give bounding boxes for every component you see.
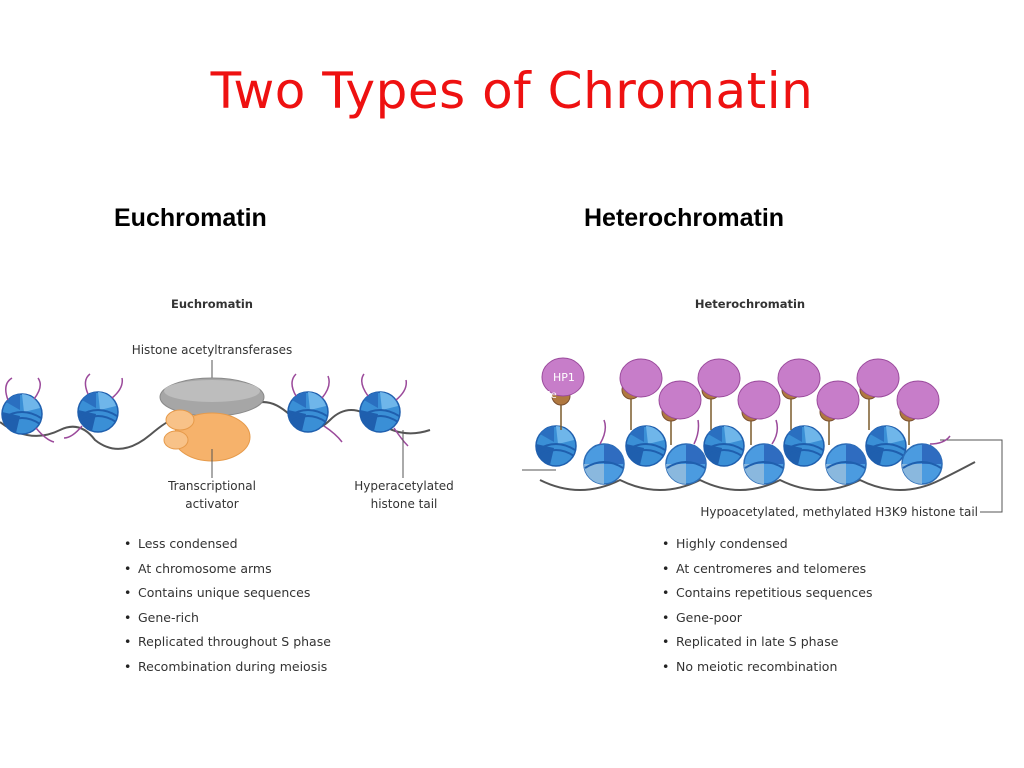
nucleosome xyxy=(286,373,343,443)
hp1-methyl-group xyxy=(896,380,940,445)
list-item: Contains repetitious sequences xyxy=(662,581,872,606)
hypoacetylated-tail-label: Hypoacetylated, methylated H3K9 histone … xyxy=(700,505,978,519)
hp1-methyl-group xyxy=(697,358,741,430)
heterochromatin-heading: Heterochromatin xyxy=(584,204,785,232)
euchromatin-figure-title: Euchromatin xyxy=(171,297,253,311)
tail-label-line2: histone tail xyxy=(371,497,438,511)
euchromatin-bullet-list: Less condensed At chromosome arms Contai… xyxy=(124,532,331,679)
hp1-methyl-group xyxy=(619,358,663,430)
histone-acetyltransferase-complex xyxy=(159,377,265,417)
activator-label-line2: activator xyxy=(185,497,238,511)
chromatin-figure: Euchromatin Histone acetyltransferases xyxy=(0,297,1003,519)
hp1-methyl-group xyxy=(816,380,860,445)
hp1-label: HP1 xyxy=(553,371,575,384)
nucleosome xyxy=(583,443,625,485)
nucleosome xyxy=(901,443,943,485)
nucleosome xyxy=(0,377,55,443)
list-item: Gene-rich xyxy=(124,606,331,631)
nucleosome xyxy=(358,373,409,447)
hp1-methyl-group xyxy=(777,358,821,430)
list-item: At centromeres and telomeres xyxy=(662,557,872,582)
nucleosome xyxy=(864,425,907,467)
transcriptional-activator xyxy=(163,409,251,462)
tail-label-line1: Hyperacetylated xyxy=(354,479,454,493)
heterochromatin-dna-strand xyxy=(539,461,976,491)
hp1-methyl-group xyxy=(856,358,900,430)
heterochromatin-bullet-list: Highly condensed At centromeres and telo… xyxy=(662,532,872,679)
hp1-methyl-group xyxy=(737,380,781,445)
hat-label: Histone acetyltransferases xyxy=(132,343,293,357)
heterochromatin-figure-title: Heterochromatin xyxy=(695,297,805,311)
activator-label-line1: Transcriptional xyxy=(167,479,256,493)
nucleosome xyxy=(702,425,745,467)
nucleosome xyxy=(825,443,867,485)
nucleosome xyxy=(665,443,707,485)
list-item: Replicated throughout S phase xyxy=(124,630,331,655)
list-item: No meiotic recombination xyxy=(662,655,872,680)
list-item: Recombination during meiosis xyxy=(124,655,331,680)
slide-title: Two Types of Chromatin xyxy=(210,62,814,120)
me-label: Me xyxy=(542,390,557,401)
list-item: Gene-poor xyxy=(662,606,872,631)
hp1-methyl-group xyxy=(541,357,585,430)
list-item: Highly condensed xyxy=(662,532,872,557)
euchromatin-heading: Euchromatin xyxy=(114,204,267,232)
nucleosome xyxy=(624,425,667,467)
nucleosome xyxy=(63,373,124,439)
nucleosome xyxy=(743,443,785,485)
list-item: Replicated in late S phase xyxy=(662,630,872,655)
list-item: Contains unique sequences xyxy=(124,581,331,606)
nucleosome xyxy=(534,425,577,467)
hp1-methyl-group xyxy=(658,380,702,445)
nucleosome xyxy=(782,425,825,467)
list-item: Less condensed xyxy=(124,532,331,557)
list-item: At chromosome arms xyxy=(124,557,331,582)
